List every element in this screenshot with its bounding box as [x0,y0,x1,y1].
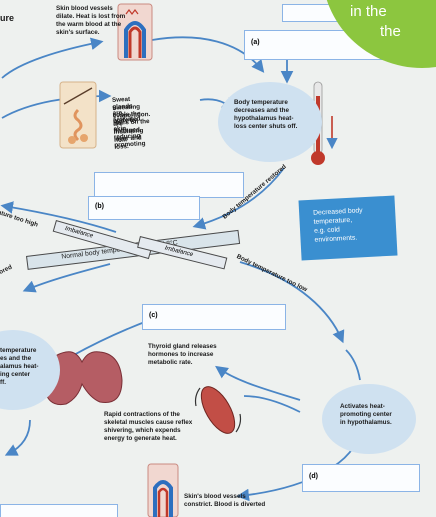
arrow-top-left [1,37,104,79]
arrow-too-low [239,261,345,344]
arrow-to-muscle [243,395,301,413]
sweat-gland-icon [59,81,97,149]
answer-box-bottom-left[interactable] [0,504,118,517]
arrow-activates-up [345,349,361,381]
arrow-high-left [0,201,117,233]
answer-box-b[interactable]: (b) [88,196,200,220]
answer-box-top-middle[interactable] [94,172,244,198]
answer-box-c[interactable]: (c) [142,304,286,330]
skeletal-muscle-icon [194,386,242,434]
arrow-restored-left [22,263,111,293]
arrow-c-left [71,319,151,357]
activates-blob [322,384,416,454]
decrease-blob [218,82,322,162]
corner-note-line2: the [380,23,401,40]
arrow-restored-top [192,167,285,230]
page-title-fragment: ure [0,13,15,23]
skin-vessels-dilate-icon [117,3,153,61]
corner-note-line1: in the [350,3,387,20]
arrow-to-thyroid [215,365,301,401]
arrow-top-right [151,36,265,73]
arrow-lower-left [4,419,31,456]
answer-box-d[interactable]: (d) [302,464,420,492]
skin-vessels-constrict-icon [147,463,179,517]
decreased-temperature-box: Decreased body temperature, e.g. cold en… [298,195,398,261]
